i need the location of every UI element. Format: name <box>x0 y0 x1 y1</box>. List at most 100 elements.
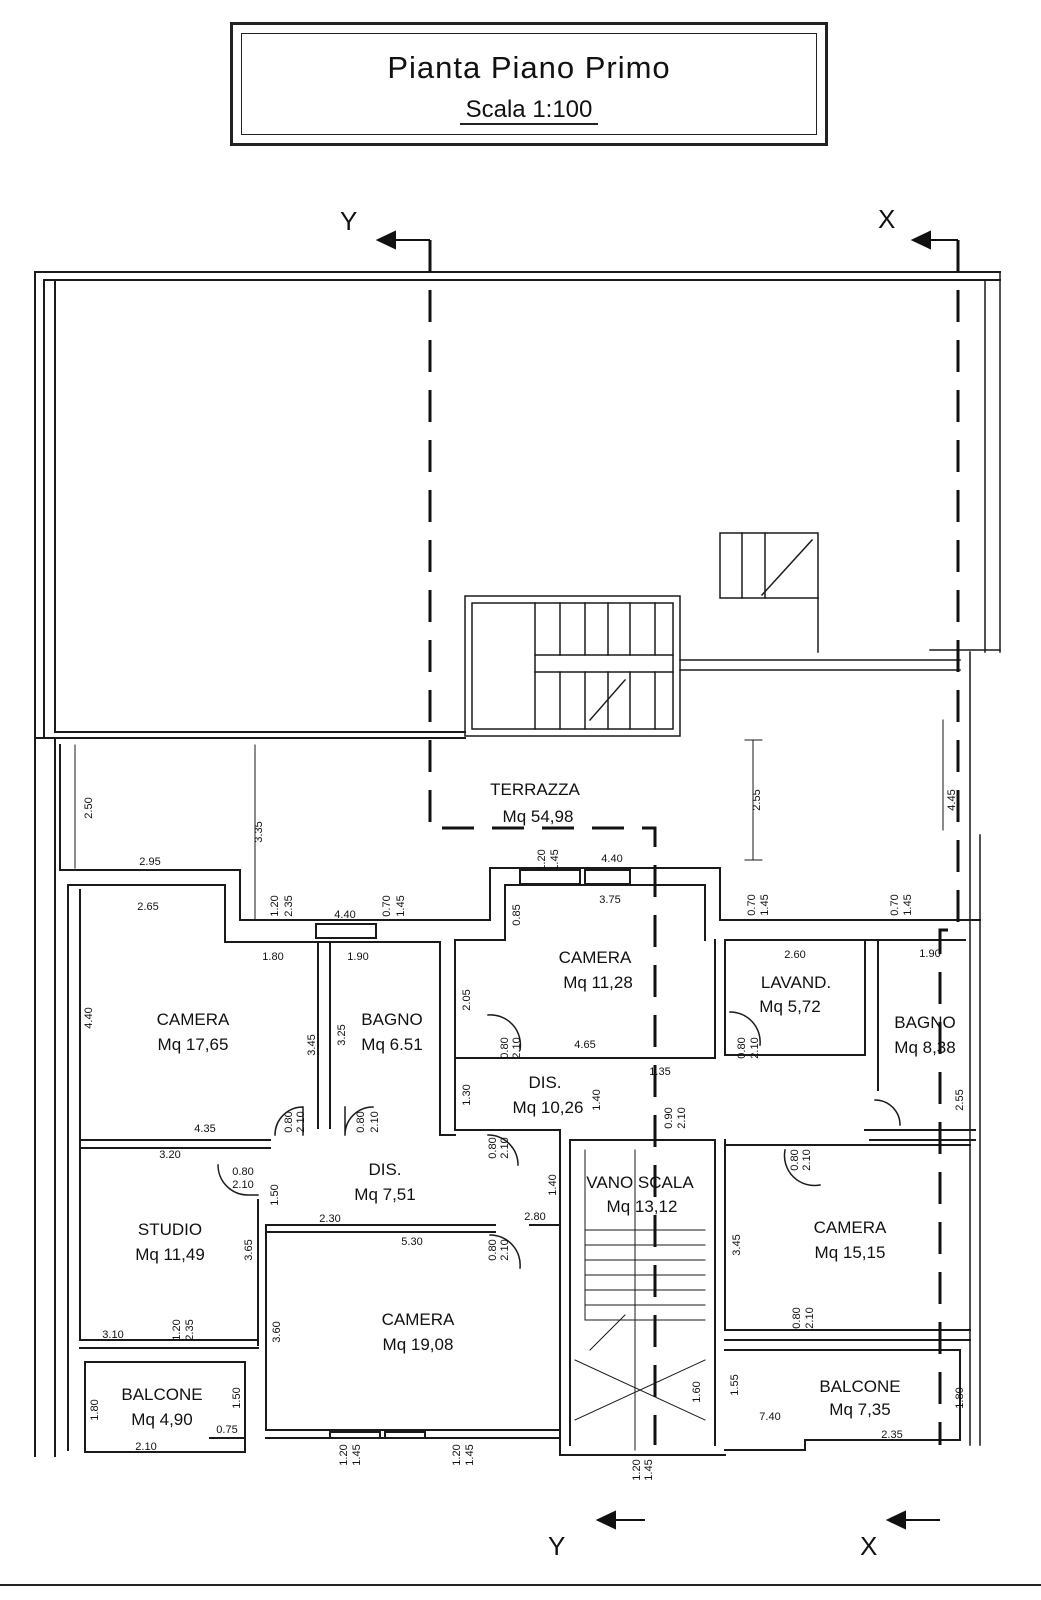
dim-label: 2.95 <box>139 856 160 868</box>
dim-label: 1.40 <box>591 1089 603 1110</box>
dim-label: 0.85 <box>511 904 523 925</box>
room-area-dis-west: Mq 7,51 <box>354 1185 415 1204</box>
dim-label: 3.20 <box>159 1149 180 1161</box>
dim-label: 1.45 <box>351 1444 363 1465</box>
dim-label: 3.25 <box>336 1024 348 1045</box>
dim-label: 2.10 <box>369 1111 381 1132</box>
dim-label: 2.10 <box>749 1037 761 1058</box>
dim-label: 2.65 <box>137 901 158 913</box>
dim-label: 0.80 <box>355 1111 367 1132</box>
windows <box>315 869 631 1439</box>
dim-label: 2.55 <box>751 789 763 810</box>
plan-title: Pianta Piano Primo <box>387 50 671 85</box>
section-marker-x-top: X <box>878 204 895 234</box>
room-name-lavand: LAVAND. <box>761 973 831 992</box>
dim-label: 1.80 <box>954 1387 966 1408</box>
dim-label: 1.55 <box>729 1374 741 1395</box>
room-name-dis-center: DIS. <box>528 1073 561 1092</box>
room-area-lavand: Mq 5,72 <box>759 997 820 1016</box>
room-name-camera-e: CAMERA <box>814 1218 887 1237</box>
dim-label: 2.35 <box>184 1319 196 1340</box>
dim-label: 0.75 <box>216 1424 237 1436</box>
interior-walls <box>79 867 981 1456</box>
external-stair <box>464 532 819 737</box>
room-area-balcone-w: Mq 4,90 <box>131 1410 192 1429</box>
dim-label: 4.45 <box>946 789 958 810</box>
stair-treads <box>574 1149 706 1451</box>
dim-label: 1.90 <box>919 948 940 960</box>
room-name-studio: STUDIO <box>138 1220 202 1239</box>
dim-label: 1.20 <box>536 849 548 870</box>
dim-label: 2.55 <box>954 1089 966 1110</box>
room-area-camera-n: Mq 11,28 <box>563 973 633 992</box>
dim-label: 0.80 <box>789 1149 801 1170</box>
section-marker-y-top: Y <box>340 206 357 236</box>
dim-label: 1.45 <box>549 849 561 870</box>
dim-label: 2.10 <box>804 1307 816 1328</box>
room-name-camera-nw: CAMERA <box>157 1010 230 1029</box>
dim-label: 0.90 <box>663 1107 675 1128</box>
room-area-dis-center: Mq 10,26 <box>513 1098 584 1117</box>
dim-label: 0.80 <box>791 1307 803 1328</box>
dim-label: 3.10 <box>102 1329 123 1341</box>
dim-label: 0.80 <box>487 1239 499 1260</box>
dim-label: 1.40 <box>547 1174 559 1195</box>
room-name-camera-s: CAMERA <box>382 1310 455 1329</box>
dim-label: 3.75 <box>599 894 620 906</box>
dim-label: 3.45 <box>306 1034 318 1055</box>
dim-label: 1.45 <box>395 895 407 916</box>
dim-label: 1.45 <box>643 1459 655 1480</box>
room-name-terrazza: TERRAZZA <box>490 780 580 799</box>
dim-label: 5.30 <box>401 1236 422 1248</box>
room-area-studio: Mq 11,49 <box>135 1245 205 1264</box>
dim-label: 1.20 <box>631 1459 643 1480</box>
room-area-bagno-e: Mq 8,38 <box>894 1038 955 1057</box>
room-area-balcone-e: Mq 7,35 <box>829 1400 890 1419</box>
room-name-camera-n: CAMERA <box>559 948 632 967</box>
dim-label: 2.10 <box>676 1107 688 1128</box>
plan-scale: Scala 1:100 <box>459 96 599 125</box>
dim-label: 4.40 <box>83 1007 95 1028</box>
dim-label: 0.80 <box>283 1111 295 1132</box>
room-name-bagno-w: BAGNO <box>361 1010 422 1029</box>
dim-label: 2.80 <box>524 1211 545 1223</box>
dim-label: 0.80 <box>232 1166 253 1178</box>
dim-label: 0.80 <box>487 1137 499 1158</box>
dim-label: 2.10 <box>499 1137 511 1158</box>
dim-label: 3.65 <box>243 1239 255 1260</box>
dim-label: 2.10 <box>135 1441 156 1453</box>
title-inner-frame: Pianta Piano Primo Scala 1:100 <box>241 33 817 135</box>
dim-label: 4.40 <box>334 909 355 921</box>
dim-label: 0.80 <box>499 1037 511 1058</box>
dim-label: 1.35 <box>649 1066 670 1078</box>
room-name-balcone-w: BALCONE <box>121 1385 202 1404</box>
section-lines <box>428 240 960 1445</box>
dim-label: 2.10 <box>295 1111 307 1132</box>
dim-label: 0.70 <box>381 895 393 916</box>
dim-label: 2.05 <box>461 989 473 1010</box>
dim-label: 2.60 <box>784 949 805 961</box>
room-area-camera-s: Mq 19,08 <box>383 1335 454 1354</box>
dim-label: 0.70 <box>889 894 901 915</box>
room-area-vano-scala: Mq 13,12 <box>607 1197 678 1216</box>
dim-label: 1.45 <box>464 1444 476 1465</box>
room-name-balcone-e: BALCONE <box>819 1377 900 1396</box>
dim-label: 1.50 <box>231 1387 243 1408</box>
room-name-vano-scala: VANO SCALA <box>586 1173 694 1192</box>
dim-label: 2.30 <box>319 1213 340 1225</box>
room-area-bagno-w: Mq 6.51 <box>361 1035 422 1054</box>
dim-label: 1.20 <box>171 1319 183 1340</box>
room-name-bagno-e: BAGNO <box>894 1013 955 1032</box>
room-area-camera-nw: Mq 17,65 <box>158 1035 229 1054</box>
outer-walls <box>34 271 1001 1457</box>
dim-label: 1.45 <box>902 894 914 915</box>
dimension-lines <box>74 719 944 921</box>
right-outline <box>679 271 1001 1446</box>
dim-label: 3.35 <box>253 821 265 842</box>
dim-label: 2.10 <box>511 1037 523 1058</box>
dim-label: 0.80 <box>736 1037 748 1058</box>
dim-label: 1.50 <box>269 1184 281 1205</box>
dim-label: 2.10 <box>801 1149 813 1170</box>
dim-label: 1.80 <box>262 951 283 963</box>
